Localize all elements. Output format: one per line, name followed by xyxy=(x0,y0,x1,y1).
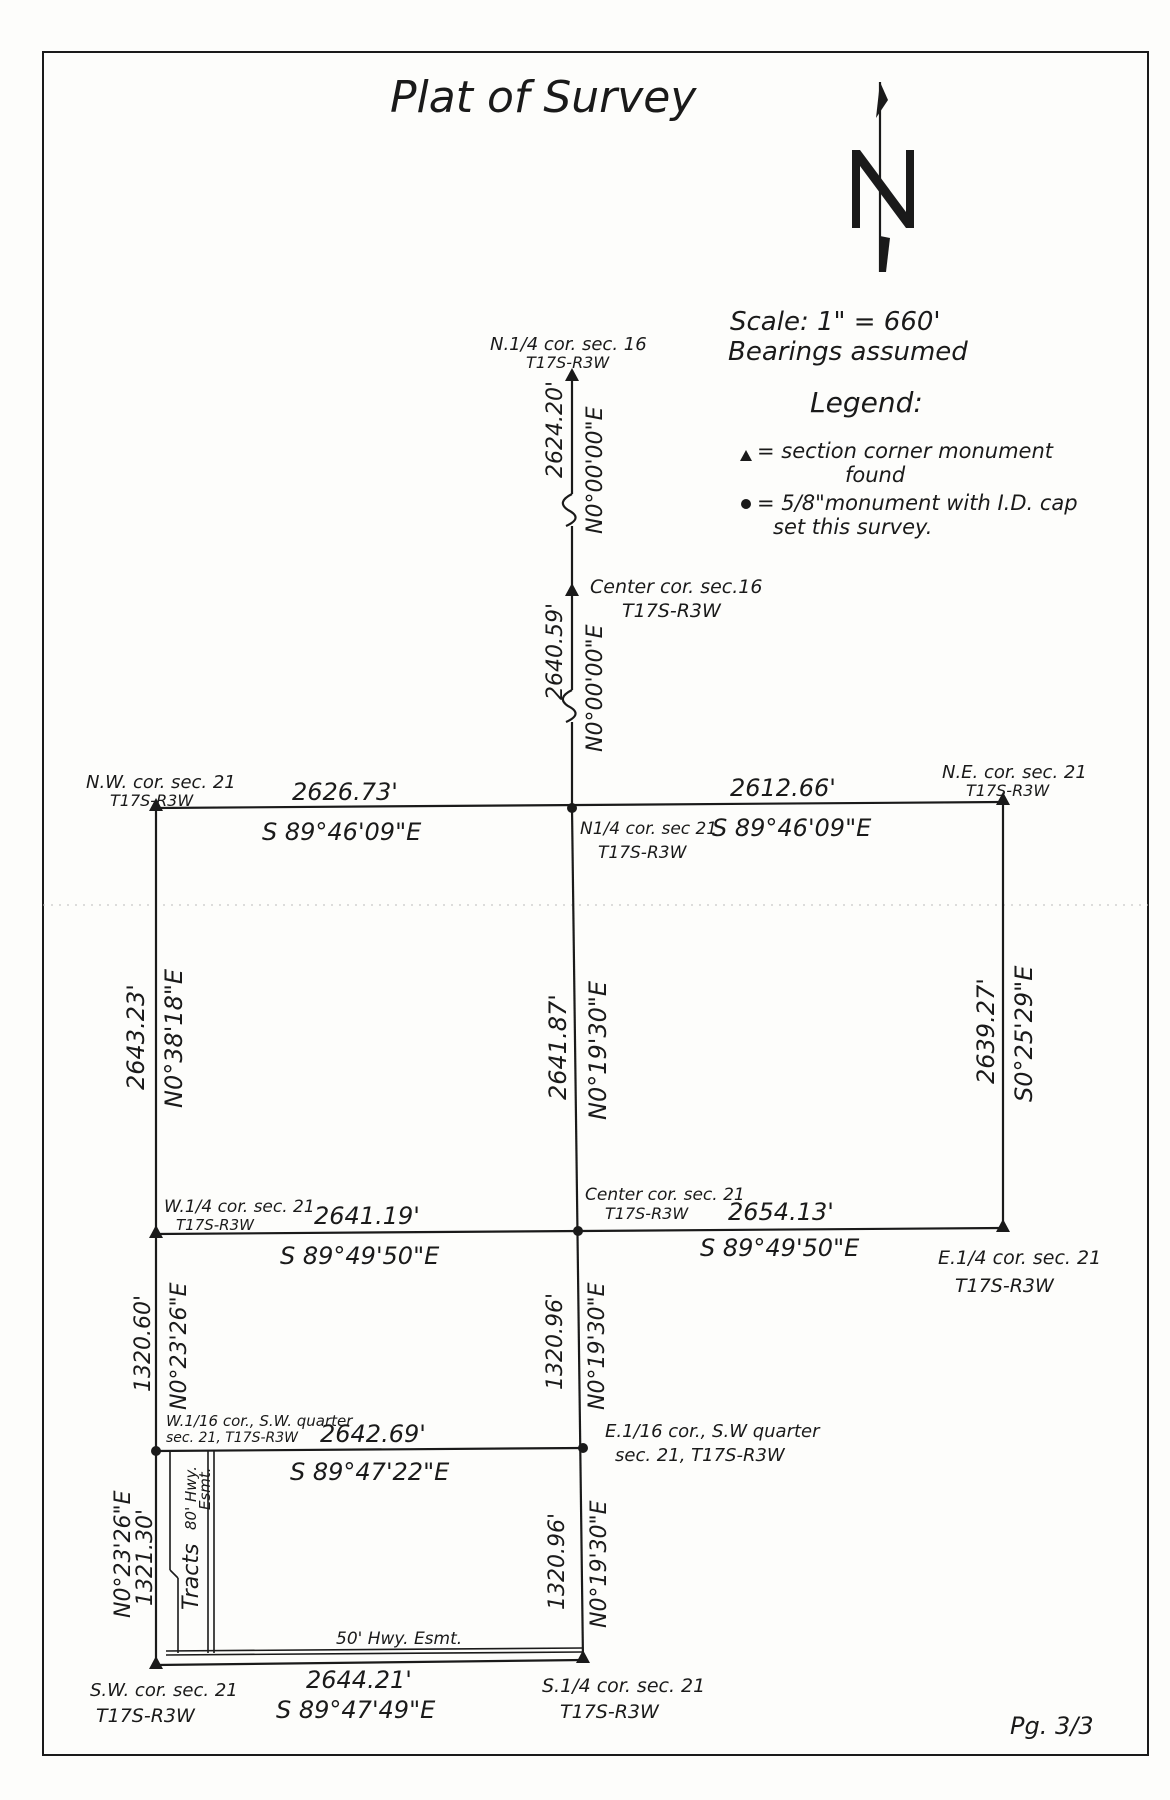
bearing-west-low: N0°23'26"E xyxy=(111,1490,136,1618)
legend-title: Legend: xyxy=(810,386,923,419)
bearings-note: Bearings assumed xyxy=(728,337,968,367)
label-w-quarter-21: W.1/4 cor. sec. 21 xyxy=(164,1197,315,1217)
label-ne-21: N.E. cor. sec. 21 xyxy=(942,762,1087,783)
bearing-north-east: S 89°46'09"E xyxy=(712,814,872,842)
monuments xyxy=(149,368,1010,1669)
dist-north-east: 2612.66' xyxy=(730,774,836,802)
dist-n16-lower: 2640.59' xyxy=(543,603,568,700)
dist-n16-upper: 2624.20' xyxy=(543,381,568,478)
legend-dot-text-2: set this survey. xyxy=(773,515,932,539)
bearing-middle-low: N0°19'30"E xyxy=(587,1500,612,1628)
label-center-21: Center cor. sec. 21 xyxy=(585,1185,745,1205)
label-sw-21-twp: T17S-R3W xyxy=(96,1705,196,1727)
bearing-east: S0°25'29"E xyxy=(1010,965,1038,1102)
hwy-easement-lines xyxy=(165,1451,584,1656)
legend-triangle-icon xyxy=(740,450,752,461)
bearing-middle-upper: N0°19'30"E xyxy=(584,980,612,1120)
dist-middle-upper: 2641.87' xyxy=(544,994,572,1100)
label-e-quarter-21: E.1/4 cor. sec. 21 xyxy=(938,1247,1101,1269)
label-n-quarter-21-twp: T17S-R3W xyxy=(598,843,688,863)
label-nw-21: N.W. cor. sec. 21 xyxy=(86,772,236,793)
page-number: Pg. 3/3 xyxy=(1010,1712,1094,1740)
bearing-south: S 89°47'49"E xyxy=(276,1696,436,1724)
label-nw-21-twp: T17S-R3W xyxy=(110,791,194,810)
label-center-16-twp: T17S-R3W xyxy=(622,600,722,622)
bearing-mid-west: S 89°49'50"E xyxy=(280,1242,440,1270)
bearing-west-mid: N0°23'26"E xyxy=(167,1282,192,1410)
dist-south: 2644.21' xyxy=(306,1666,412,1694)
bearing-n16-lower: N0°00'00"E xyxy=(583,624,608,752)
bearing-n16-upper: N0°00'00"E xyxy=(583,406,608,534)
label-s-quarter-21: S.1/4 cor. sec. 21 xyxy=(542,1675,705,1697)
label-w-quarter-21-twp: T17S-R3W xyxy=(176,1216,255,1234)
esmt-label: Esmt. xyxy=(196,1467,214,1510)
dist-west-mid: 1320.60' xyxy=(131,1295,156,1392)
north-line xyxy=(155,800,1004,810)
label-e-sixteenth-sec: sec. 21, T17S-R3W xyxy=(615,1445,786,1466)
hwy-80-label: 80' Hwy. xyxy=(182,1466,200,1530)
dist-west-low: 1321.30' xyxy=(133,1509,158,1606)
dist-north-west: 2626.73' xyxy=(292,778,398,806)
south-line xyxy=(155,1658,584,1667)
bearing-middle-mid: N0°19'30"E xyxy=(585,1282,610,1410)
label-w-sixteenth-sec: sec. 21, T17S-R3W xyxy=(166,1430,299,1446)
dist-middle-low: 1320.96' xyxy=(545,1513,570,1610)
label-e-sixteenth: E.1/16 cor., S.W quarter xyxy=(605,1421,821,1442)
label-n-quarter-21: N1/4 cor. sec 21 xyxy=(580,819,717,839)
plat-title: Plat of Survey xyxy=(390,72,697,123)
label-ne-21-twp: T17S-R3W xyxy=(966,781,1050,800)
label-center-16: Center cor. sec.16 xyxy=(590,576,762,598)
label-e-quarter-21-twp: T17S-R3W xyxy=(955,1275,1055,1297)
bearing-north-west: S 89°46'09"E xyxy=(262,818,422,846)
tracts-label: Tracts xyxy=(179,1544,204,1610)
label-s-quarter-21-twp: T17S-R3W xyxy=(560,1701,660,1723)
legend-dot-icon xyxy=(741,499,751,509)
dist-mid-west: 2641.19' xyxy=(314,1202,420,1230)
label-n-quarter-16-twp: T17S-R3W xyxy=(526,353,610,372)
dist-mid-east: 2654.13' xyxy=(728,1198,834,1226)
label-sw-21: S.W. cor. sec. 21 xyxy=(90,1680,238,1701)
legend-triangle-text-2: found xyxy=(845,463,906,487)
dist-west-upper: 2643.23' xyxy=(122,984,150,1090)
dist-east: 2639.27' xyxy=(972,978,1000,1084)
dist-middle-mid: 1320.96' xyxy=(543,1293,568,1390)
legend-dot-text: = 5/8"monument with I.D. cap xyxy=(757,491,1078,515)
drawing-border xyxy=(42,51,1149,1756)
dist-sixteenth: 2642.69' xyxy=(320,1420,426,1448)
bearing-sixteenth: S 89°47'22"E xyxy=(290,1458,450,1486)
sixteenth-line xyxy=(155,1446,584,1453)
label-center-21-twp: T17S-R3W xyxy=(605,1204,689,1223)
north-arrow-icon xyxy=(852,82,914,272)
label-n-quarter-16: N.1/4 cor. sec. 16 xyxy=(490,334,647,355)
label-w-sixteenth: W.1/16 cor., S.W. quarter xyxy=(166,1412,353,1430)
section16-line xyxy=(561,378,577,808)
scale-note: Scale: 1" = 660' xyxy=(730,307,941,337)
bearing-west-upper: N0°38'18"E xyxy=(160,968,188,1108)
hwy-50-label: 50' Hwy. Esmt. xyxy=(336,1629,462,1649)
legend-triangle-text: = section corner monument xyxy=(757,439,1054,463)
bearing-mid-east: S 89°49'50"E xyxy=(700,1234,860,1262)
